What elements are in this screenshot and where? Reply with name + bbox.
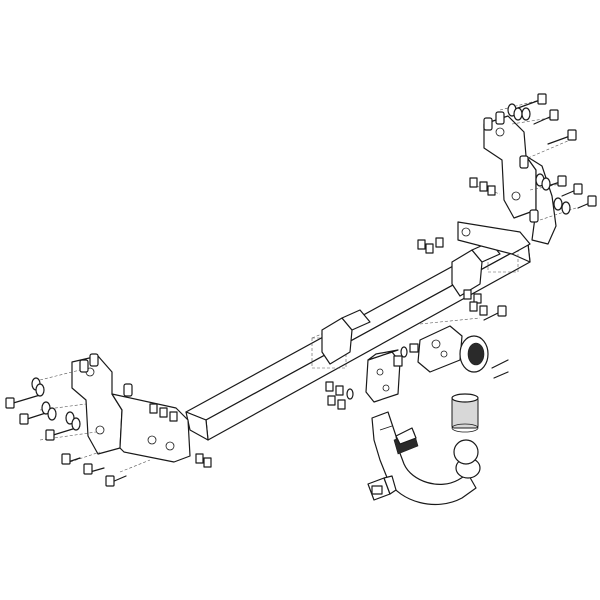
tow-ball-cap <box>451 393 479 433</box>
nut <box>203 457 212 468</box>
nut <box>169 411 178 422</box>
ball-lock-clip <box>367 475 397 501</box>
nut <box>409 343 419 353</box>
socket-mounting-plate <box>365 349 403 403</box>
bolt <box>483 305 507 321</box>
nut <box>435 237 444 248</box>
bolt <box>5 394 41 409</box>
bolt <box>61 453 81 465</box>
bolt <box>533 109 559 125</box>
nut <box>327 395 336 406</box>
nut <box>469 301 478 312</box>
bolt <box>45 427 77 441</box>
bolt <box>517 93 547 109</box>
nut <box>487 185 496 196</box>
nut <box>335 385 344 396</box>
electrical-socket <box>400 325 509 379</box>
washer <box>71 417 81 431</box>
washer <box>561 201 571 215</box>
washer <box>553 197 563 211</box>
nut <box>463 289 472 300</box>
left-bolt-set <box>5 377 212 487</box>
nut <box>479 181 488 192</box>
nut <box>149 403 158 414</box>
nut <box>325 381 334 392</box>
nut <box>425 243 434 254</box>
tow-bar-crossmember <box>185 231 531 441</box>
left-mounting-bracket <box>39 353 191 473</box>
centre-fixing-hardware <box>325 289 507 410</box>
washer <box>35 383 45 397</box>
bolt <box>561 183 583 197</box>
bolt <box>83 463 105 475</box>
bolt <box>105 475 127 487</box>
nut <box>393 355 403 367</box>
washer <box>47 407 57 421</box>
nut <box>479 305 488 316</box>
washer <box>541 177 551 191</box>
nut <box>195 453 204 464</box>
washer <box>513 107 523 121</box>
right-mounting-bracket <box>457 99 577 255</box>
nut <box>159 407 168 418</box>
washer <box>400 346 408 358</box>
bolt <box>547 129 577 145</box>
washer <box>346 388 354 400</box>
washer <box>521 107 531 121</box>
nut <box>417 239 426 250</box>
right-bolt-set <box>417 93 597 254</box>
bolt <box>577 195 597 209</box>
nut <box>337 399 346 410</box>
nut <box>469 177 478 188</box>
